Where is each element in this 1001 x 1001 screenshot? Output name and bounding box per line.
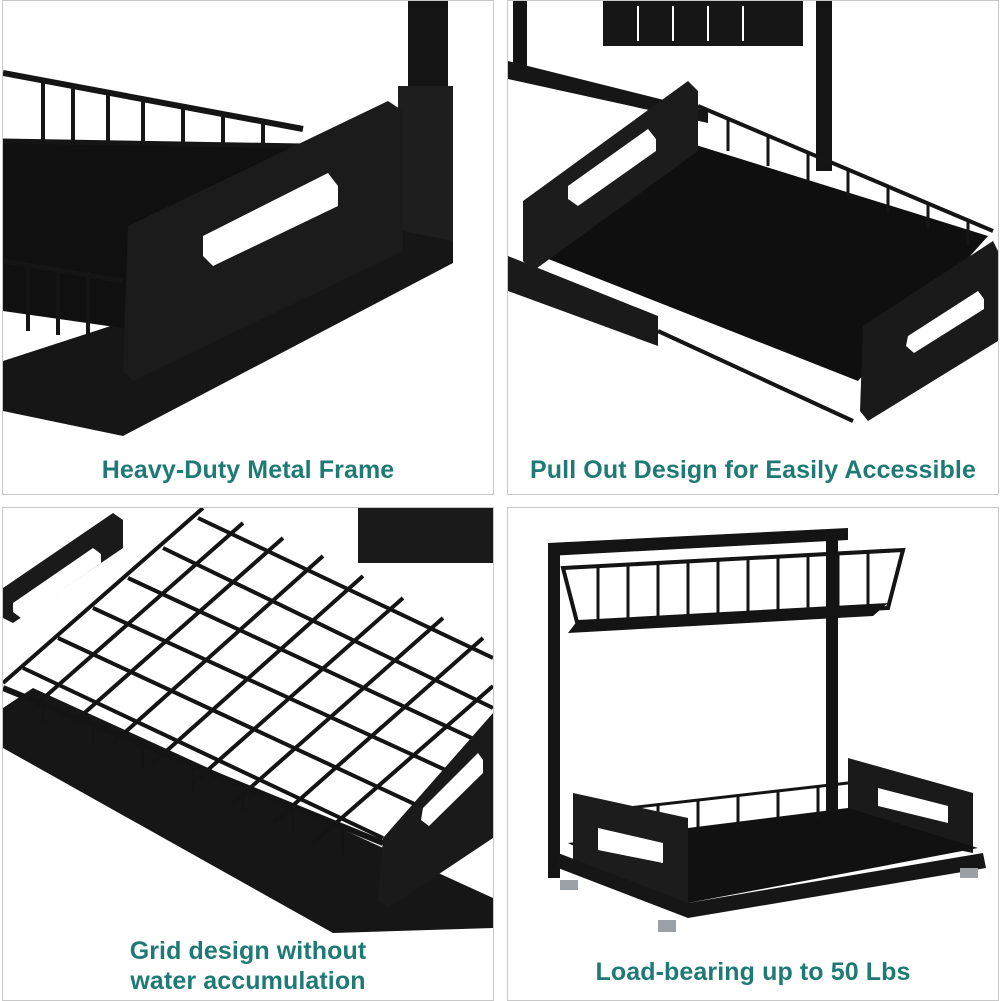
full-organizer-image: [548, 528, 986, 932]
panel-load-bearing: Load-bearing up to 50 Lbs: [507, 507, 999, 1001]
metal-frame-closeup-image: [3, 1, 453, 436]
caption-load-bearing: Load-bearing up to 50 Lbs: [595, 958, 911, 986]
pull-out-drawer-image: [508, 1, 998, 423]
panel-grid-design: Grid design without water accumulation: [2, 507, 494, 1001]
panel-metal-frame: Heavy-Duty Metal Frame: [2, 0, 494, 495]
caption-pull-out: Pull Out Design for Easily Accessible: [530, 456, 976, 484]
panel-pull-out: Pull Out Design for Easily Accessible: [507, 0, 999, 495]
caption-heavy-duty: Heavy-Duty Metal Frame: [101, 456, 395, 484]
caption-grid-line-1: Grid design without: [129, 937, 367, 965]
caption-grid-line-2: water accumulation: [130, 967, 366, 995]
grid-basket-closeup-image: [3, 508, 493, 933]
caption-grid-design: Grid design without water accumulation: [3, 936, 493, 996]
